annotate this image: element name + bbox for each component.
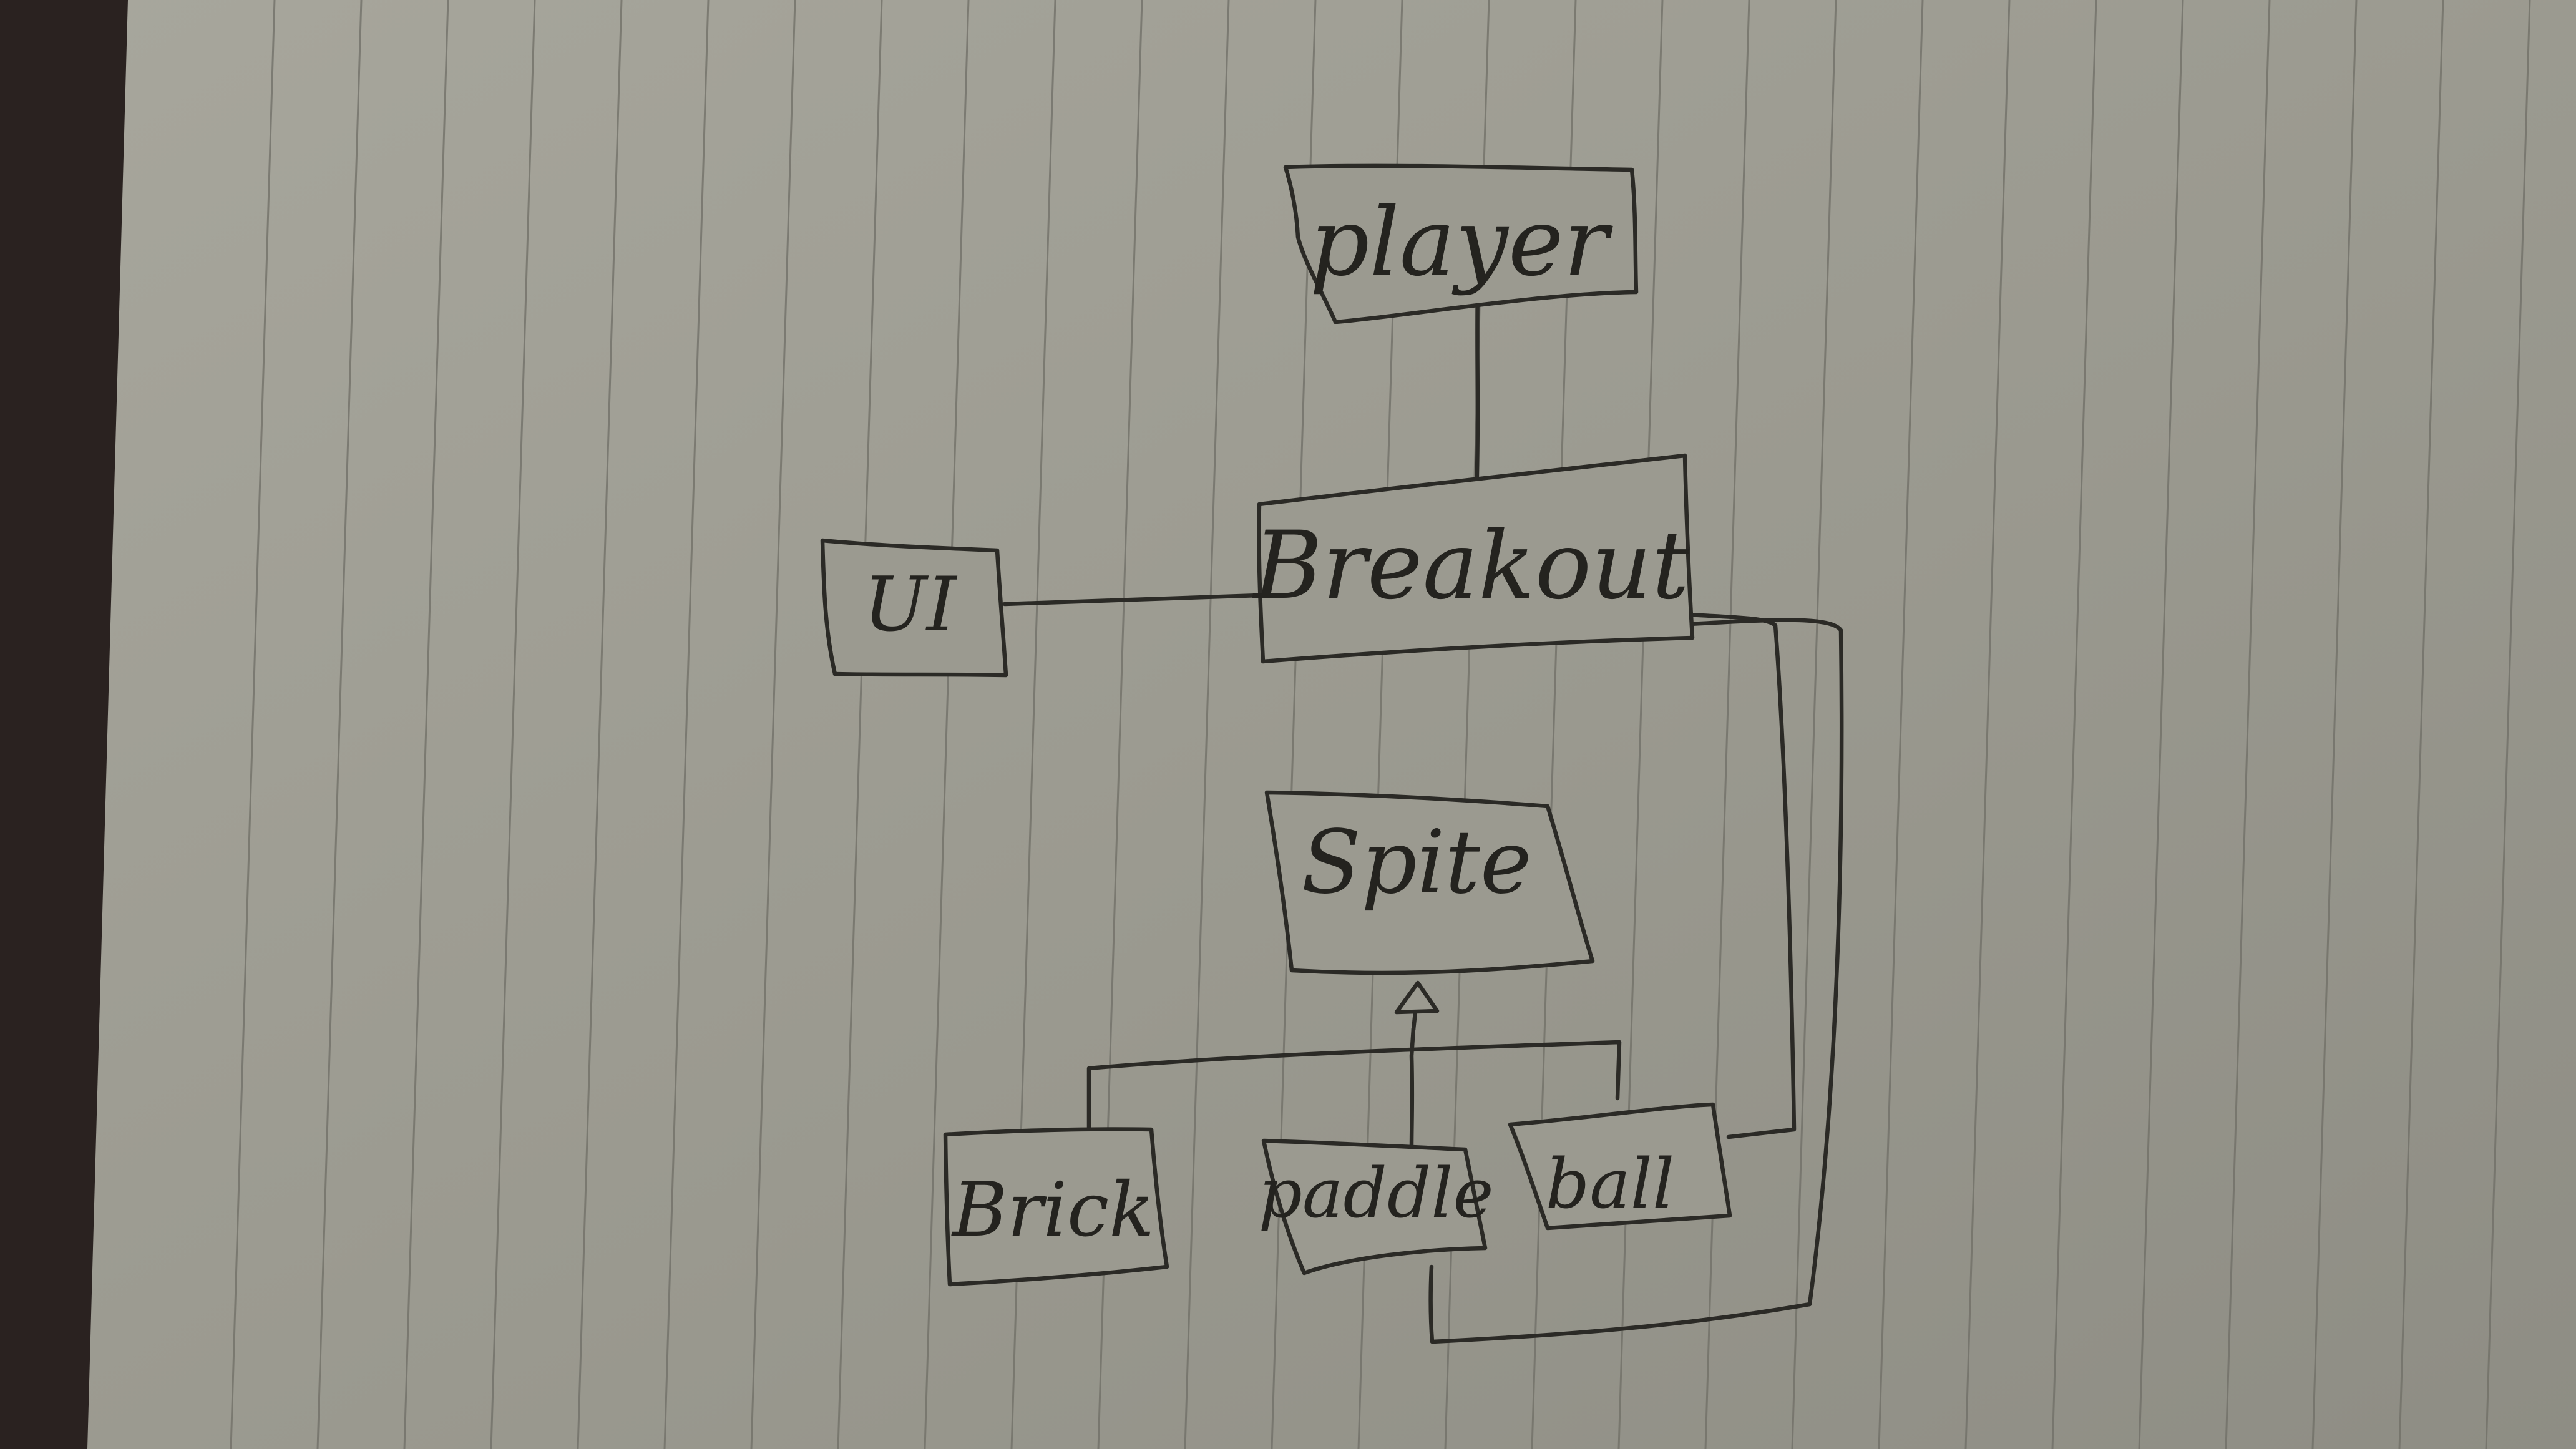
ruled-line	[1184, 0, 1230, 1449]
node-paddle-label: paddle	[1258, 1153, 1493, 1233]
ruled-line	[490, 0, 536, 1449]
ruled-line	[663, 0, 710, 1449]
node-breakout: Breakout	[1252, 453, 1695, 664]
node-player-box	[1283, 163, 1639, 324]
node-ball: ball	[1508, 1102, 1732, 1231]
ruled-line	[2225, 0, 2271, 1449]
node-ui: UI	[820, 538, 1008, 678]
node-paddle-box	[1261, 1138, 1488, 1276]
node-ui-label: UI	[864, 562, 958, 648]
paper-sheet	[87, 0, 2576, 1449]
node-breakout-box	[1257, 453, 1695, 664]
edge-breakout-paddle	[1428, 618, 1844, 1344]
ruled-line	[2051, 0, 2097, 1449]
node-brick-label: Brick	[951, 1167, 1154, 1254]
node-sprite-box	[1264, 790, 1595, 975]
ruled-line	[2138, 0, 2184, 1449]
ruled-line	[2311, 0, 2358, 1449]
edge-ui-breakout	[1002, 593, 1262, 607]
ruled-line	[403, 0, 449, 1449]
ruled-line	[2485, 0, 2531, 1449]
node-sprite-label: Spite	[1301, 812, 1531, 914]
edge-inheritance-stem	[1409, 1026, 1416, 1151]
node-player: player	[1283, 163, 1639, 324]
node-sprite: Spite	[1264, 790, 1595, 975]
node-player-label: player	[1310, 188, 1614, 297]
ruled-line	[924, 0, 970, 1449]
node-ui-box	[820, 538, 1008, 678]
node-brick: Brick	[943, 1127, 1169, 1287]
edge-inheritance-bar	[1086, 1040, 1622, 1132]
ruled-line	[230, 0, 276, 1449]
ruled-line	[2398, 0, 2444, 1449]
ruled-line	[1964, 0, 2011, 1449]
ruled-line	[1791, 0, 1837, 1449]
node-ball-label: ball	[1546, 1144, 1674, 1224]
edge-player-breakout	[1474, 285, 1480, 502]
ruled-line	[750, 0, 796, 1449]
node-brick-box	[943, 1127, 1169, 1287]
edge-inheritance-stem-top	[1411, 1010, 1418, 1032]
node-ball-box	[1508, 1102, 1732, 1231]
ruled-line	[1878, 0, 1924, 1449]
ruled-line	[316, 0, 363, 1449]
node-breakout-label: Breakout	[1252, 512, 1690, 620]
node-paddle: paddle	[1258, 1138, 1494, 1276]
ruled-line	[577, 0, 623, 1449]
edge-breakout-ball	[1687, 612, 1797, 1139]
ruled-line	[837, 0, 883, 1449]
